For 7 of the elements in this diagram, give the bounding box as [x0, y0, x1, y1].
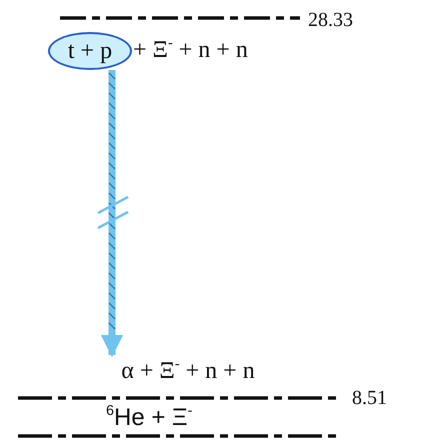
level-label: α + Ξ$^{-}$ + n + n [96, 355, 280, 387]
energy-value: 28.33 [308, 8, 353, 33]
arrow [100, 70, 124, 358]
reaction-products: + Ξ$^{-}$ + n + n [133, 36, 248, 64]
level-label: $^{6}$He + Ξ$^{-}$ [106, 404, 192, 432]
energy-value: 8.51 [352, 386, 387, 411]
highlight-ellipse: t + p [48, 32, 132, 70]
